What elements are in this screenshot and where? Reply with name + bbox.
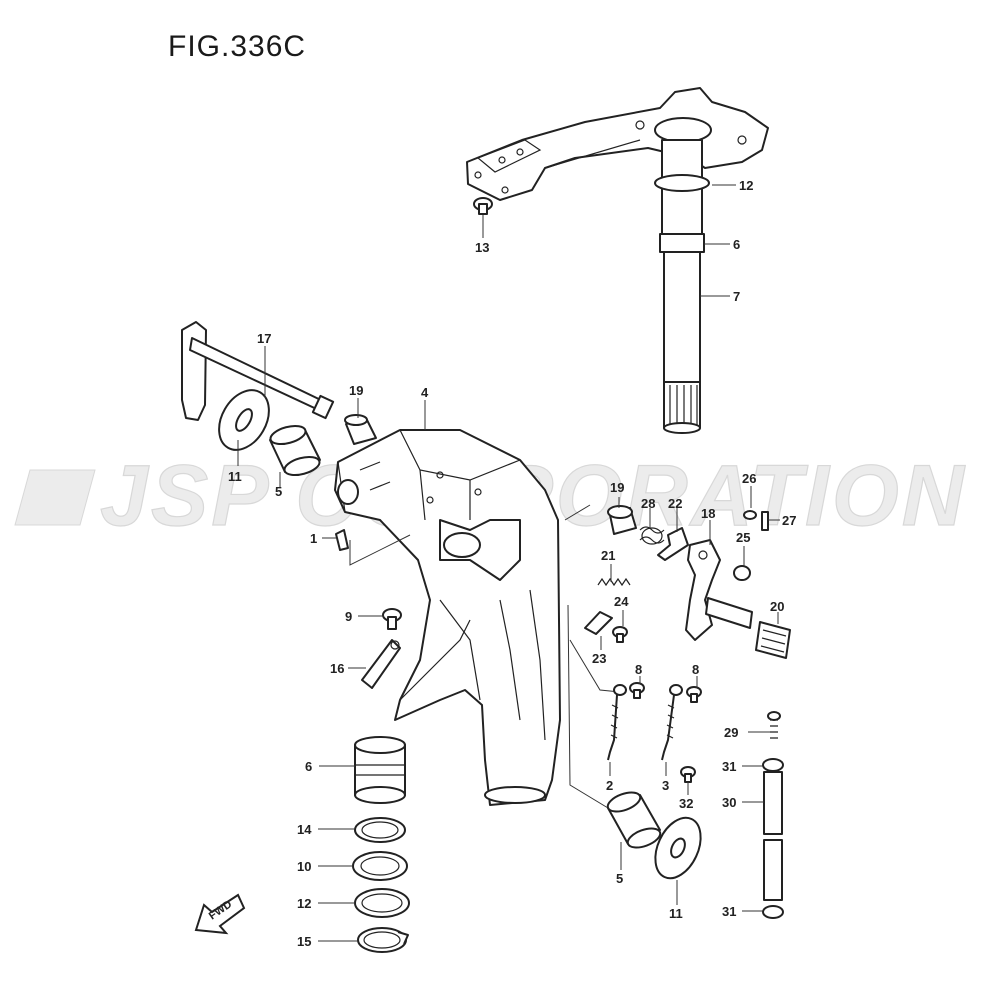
- label-29: 29: [724, 725, 738, 740]
- washer-26: [743, 510, 757, 520]
- fwd-arrow-icon: FWD: [194, 893, 246, 935]
- label-5-left: 5: [275, 484, 282, 499]
- label-26: 26: [742, 471, 756, 486]
- label-2: 2: [606, 778, 613, 793]
- label-7: 7: [733, 289, 740, 304]
- spring-28: [639, 526, 665, 545]
- label-10: 10: [297, 859, 311, 874]
- label-16: 16: [330, 661, 344, 676]
- label-5-right: 5: [616, 871, 623, 886]
- part-number-labels: 12 6 7 13 17 19 4 11 5 1 9 16 6 14 10 12…: [228, 178, 796, 949]
- stopper-18: [685, 539, 753, 641]
- label-30: 30: [722, 795, 736, 810]
- label-1: 1: [310, 531, 317, 546]
- figure-title: FIG.336C: [168, 30, 307, 63]
- clamp-31-upper: [762, 758, 784, 772]
- label-17: 17: [257, 331, 271, 346]
- label-12-top: 12: [739, 178, 753, 193]
- ground-wire-2: [607, 684, 627, 761]
- washer-14: [354, 817, 406, 843]
- label-12-lower: 12: [297, 896, 311, 911]
- spring-21: [597, 577, 631, 587]
- label-6-top: 6: [733, 237, 740, 252]
- label-19-upper: 19: [349, 383, 363, 398]
- label-3: 3: [662, 778, 669, 793]
- washer-11-right: [654, 816, 702, 880]
- steering-arm: [466, 87, 769, 201]
- label-13: 13: [475, 240, 489, 255]
- label-20: 20: [770, 599, 784, 614]
- label-8-left: 8: [635, 662, 642, 677]
- bushing-5-left: [269, 424, 321, 477]
- label-14: 14: [297, 822, 312, 837]
- label-18: 18: [701, 506, 715, 521]
- nut-25: [733, 565, 751, 581]
- bushing-19-upper: [344, 414, 377, 445]
- label-21: 21: [601, 548, 615, 563]
- label-9: 9: [345, 609, 352, 624]
- label-19-right: 19: [610, 480, 624, 495]
- label-27: 27: [782, 513, 796, 528]
- bolt-13-icon: [473, 197, 493, 215]
- plate-23: [584, 611, 613, 635]
- bolt-27-icon: [761, 511, 769, 531]
- washer-10: [352, 851, 408, 881]
- label-32: 32: [679, 796, 693, 811]
- label-31-lower: 31: [722, 904, 736, 919]
- grease-nipple-29: [767, 711, 781, 739]
- label-15: 15: [297, 934, 311, 949]
- washer-12-lower: [354, 888, 410, 918]
- bolt-32-icon: [680, 766, 696, 783]
- washer-11-left: [218, 389, 270, 451]
- circlip-15: [357, 927, 409, 953]
- label-6-lower: 6: [305, 759, 312, 774]
- bolt-9-icon: [382, 608, 402, 630]
- pad-20: [755, 621, 791, 659]
- bushing-5-right: [606, 791, 662, 849]
- bolt-8-left-icon: [629, 682, 645, 699]
- label-24: 24: [614, 594, 629, 609]
- tilt-rod-17: [181, 321, 335, 421]
- label-22: 22: [668, 496, 682, 511]
- label-11-left: 11: [228, 469, 242, 484]
- bolt-24-icon: [612, 626, 628, 643]
- clamp-31-lower: [762, 905, 784, 919]
- ground-wire-3: [661, 684, 683, 761]
- tube-30: [763, 771, 783, 901]
- plate-16: [361, 639, 401, 689]
- bolt-1-icon: [335, 529, 349, 551]
- bushing-6-lower: [354, 736, 406, 804]
- bushing-19-right: [607, 505, 637, 535]
- label-11-right: 11: [669, 906, 683, 921]
- pawl-22: [657, 527, 689, 561]
- steering-shaft: [654, 139, 710, 434]
- label-4: 4: [421, 385, 429, 400]
- label-23: 23: [592, 651, 606, 666]
- label-28: 28: [641, 496, 655, 511]
- label-8-right: 8: [692, 662, 699, 677]
- label-31-upper: 31: [722, 759, 736, 774]
- bolt-8-right-icon: [686, 686, 702, 703]
- leader-lines: [237, 184, 780, 942]
- label-25: 25: [736, 530, 750, 545]
- swivel-bracket: [334, 429, 561, 806]
